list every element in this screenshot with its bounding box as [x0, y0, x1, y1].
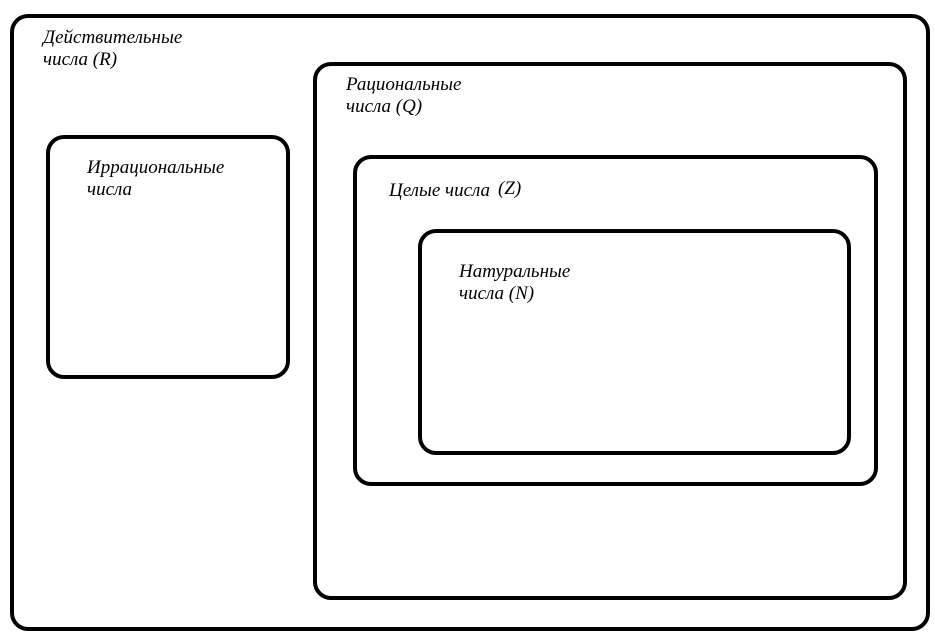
- real-numbers-label: Действительные числа (R): [43, 27, 182, 71]
- rational-numbers-label-line2: числа (Q): [346, 96, 423, 117]
- irrational-numbers-label-line2: числа: [87, 179, 133, 200]
- rational-numbers-label-line1: Рациональные: [346, 74, 462, 95]
- integer-numbers-label-symbol: (Z): [498, 178, 522, 199]
- irrational-numbers-label: Иррациональные числа: [87, 157, 224, 201]
- integer-numbers-set-box: [353, 155, 878, 486]
- integer-numbers-label-name: Целые числа: [389, 180, 491, 201]
- real-numbers-set-box: [10, 14, 930, 631]
- real-numbers-label-line2: числа (R): [43, 49, 118, 70]
- rational-numbers-set-box: [313, 62, 907, 600]
- natural-numbers-label: Натуральные числа (N): [459, 261, 570, 305]
- natural-numbers-label-line2: числа (N): [459, 283, 535, 304]
- integer-numbers-label: Целые числа (Z): [389, 178, 522, 202]
- irrational-numbers-set-box: [46, 135, 290, 379]
- real-numbers-label-line1: Действительные: [43, 27, 183, 48]
- rational-numbers-label: Рациональные числа (Q): [346, 74, 461, 118]
- irrational-numbers-label-line1: Иррациональные: [87, 157, 225, 178]
- natural-numbers-label-line1: Натуральные: [459, 261, 571, 282]
- natural-numbers-set-box: [418, 229, 851, 455]
